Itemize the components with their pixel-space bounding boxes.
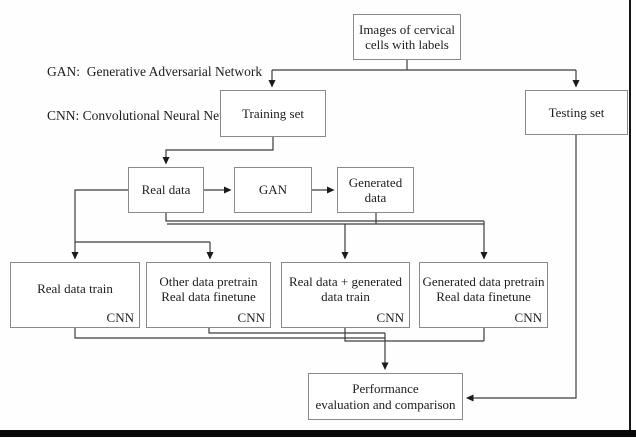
page-right-border	[629, 0, 631, 433]
node-testing-label: Testing set	[548, 104, 605, 120]
wire-cnn1-merge	[74, 328, 385, 339]
node-generated-pretrain-cnn: Generated data pretrain Real data finetu…	[419, 262, 548, 328]
node-other-pretrain-cnn: Other data pretrain Real data finetune C…	[146, 262, 271, 328]
node-source-line2: cells with labels	[365, 37, 449, 52]
cnn1-line1: Real data train	[37, 281, 113, 297]
node-training-set: Training set	[220, 90, 326, 137]
node-training-label: Training set	[242, 105, 304, 121]
cnn3-tag: CNN	[376, 310, 404, 325]
wire-real-bottom-rail	[165, 213, 484, 222]
page-bottom-rule	[0, 430, 636, 437]
node-real-data-label: Real data	[141, 182, 191, 198]
cnn3-line2: data train	[321, 289, 370, 304]
cnn4-tag: CNN	[514, 310, 542, 325]
node-source-line1: Images of cervical	[358, 21, 455, 37]
node-real-data: Real data	[128, 167, 204, 213]
cnn1-tag: CNN	[106, 310, 134, 325]
node-gan: GAN	[234, 167, 312, 213]
node-real-plus-generated-cnn: Real data + generated data train CNN	[281, 262, 410, 328]
node-generated-line1: Generated	[348, 174, 403, 190]
node-source-images: Images of cervical cells with labels	[353, 14, 461, 60]
wire-real-left-down	[74, 189, 210, 243]
legend-gan-line: GAN: Generative Adversarial Network	[47, 64, 263, 79]
wire-testing-to-performance	[466, 135, 577, 402]
node-performance-evaluation: Performance evaluation and comparison	[308, 373, 463, 420]
node-gan-label: GAN	[258, 182, 288, 198]
cnn4-line2: Real data finetune	[436, 289, 531, 304]
cnn2-line2: Real data finetune	[161, 289, 256, 304]
wire-training-to-real	[162, 137, 274, 165]
node-performance-line2: evaluation and comparison	[315, 396, 456, 412]
cnn4-line1: Generated data pretrain	[422, 273, 545, 289]
wire-cnn2-merge	[208, 328, 385, 334]
cnn3-line1: Real data + generated	[288, 273, 403, 289]
node-performance-line1: Performance	[352, 381, 419, 396]
cnn2-line1: Other data pretrain	[159, 273, 258, 289]
node-generated-line2: data	[364, 190, 387, 205]
cnn2-tag: CNN	[237, 310, 265, 325]
node-generated-data: Generated data	[337, 167, 414, 213]
wire-cnn3-merge	[344, 328, 484, 342]
node-real-data-train-cnn: Real data train CNN	[10, 262, 140, 328]
node-testing-set: Testing set	[525, 90, 628, 135]
